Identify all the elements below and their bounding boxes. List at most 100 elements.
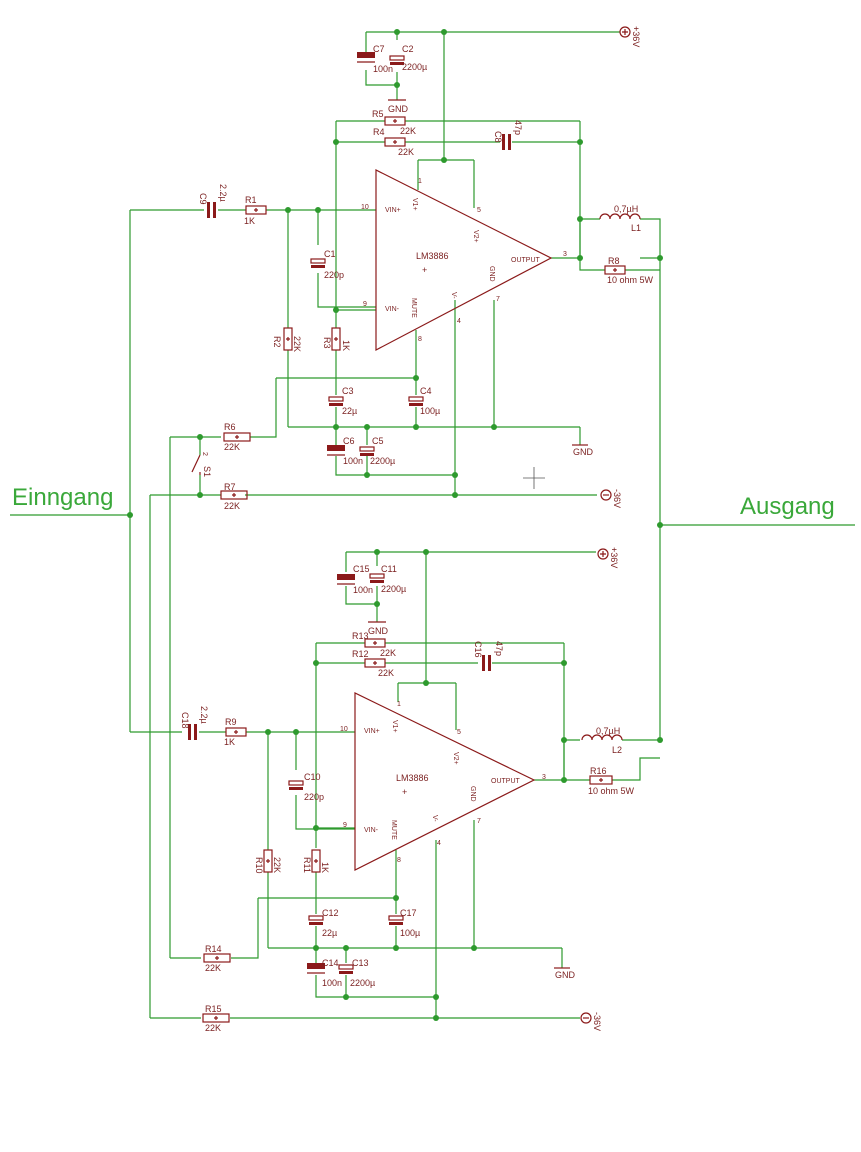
svg-text:R3: R3 — [322, 337, 332, 349]
pin-vin-plus: VIN+ — [364, 728, 380, 735]
svg-text:C17: C17 — [400, 908, 417, 918]
svg-text:22K: 22K — [272, 857, 282, 873]
svg-text:22µ: 22µ — [342, 406, 357, 416]
pin-v2plus: V2+ — [472, 230, 479, 243]
output-label: Ausgang — [740, 493, 835, 520]
svg-text:C4: C4 — [420, 386, 432, 396]
pin-v1plus: V1+ — [391, 720, 398, 733]
wires — [10, 31, 855, 1019]
resistor-r12: R12 22K — [352, 649, 394, 678]
capacitor-c3: C3 22µ — [328, 386, 357, 416]
svg-text:1K: 1K — [320, 862, 330, 873]
pin-vminus: V- — [450, 292, 457, 299]
svg-text:22K: 22K — [380, 648, 396, 658]
pin-vminus: V- — [431, 815, 438, 822]
ground-top-1: GND — [388, 99, 409, 114]
opamp-lm3886-1: LM3886 + VIN+ VIN- OUTPUT V1+ V2+ GND MU… — [361, 169, 567, 351]
pin-vin-minus: VIN- — [385, 306, 400, 313]
svg-text:C11: C11 — [381, 564, 397, 574]
resistor-r9: R9 1K — [224, 717, 247, 747]
pin-num-3: 3 — [563, 251, 567, 258]
capacitor-c4: C4 100µ — [408, 386, 440, 416]
svg-text:22µ: 22µ — [322, 928, 337, 938]
svg-text:22K: 22K — [224, 501, 240, 511]
opamp-lm3886-2: LM3886 + VIN+ VIN- OUTPUT V1+ V2+ GND MU… — [340, 692, 546, 871]
svg-text:220p: 220p — [324, 270, 344, 280]
pin-v1plus: V1+ — [411, 198, 418, 211]
svg-text:GND: GND — [573, 447, 594, 457]
resistor-r8: R8 10 ohm 5W — [604, 256, 654, 285]
capacitor-c18: C18 2.2µ — [180, 706, 209, 740]
resistor-r4: R4 22K — [373, 127, 414, 157]
inductor-l2: 0,7µH L2 — [581, 726, 623, 755]
pin-mute: MUTE — [410, 298, 417, 318]
svg-text:C7: C7 — [373, 44, 385, 54]
svg-text:R4: R4 — [373, 127, 385, 137]
capacitor-c9: C9 2.2µ — [198, 184, 228, 218]
svg-text:C10: C10 — [304, 772, 321, 782]
ground-top-2: GND — [368, 621, 389, 636]
resistor-r13: R13 22K — [352, 631, 396, 658]
svg-text:C5: C5 — [372, 436, 384, 446]
pin-output: OUTPUT — [511, 257, 541, 264]
svg-text:100µ: 100µ — [400, 928, 420, 938]
resistor-r16: R16 10 ohm 5W — [588, 766, 635, 796]
pin-gnd: GND — [488, 266, 495, 282]
svg-text:2200µ: 2200µ — [370, 456, 395, 466]
svg-text:C14: C14 — [322, 958, 339, 968]
svg-text:R14: R14 — [205, 944, 222, 954]
svg-text:L1: L1 — [631, 223, 641, 233]
pin-num-10: 10 — [340, 726, 348, 733]
stage2-components: LM3886 + VIN+ VIN- OUTPUT V1+ V2+ GND MU… — [180, 547, 635, 1033]
svg-text:100n: 100n — [343, 456, 363, 466]
resistor-r7: R7 22K — [220, 482, 248, 511]
opamp-plus: + — [402, 787, 407, 797]
svg-text:C13: C13 — [352, 958, 369, 968]
svg-text:GND: GND — [555, 970, 576, 980]
opamp-name: LM3886 — [416, 251, 449, 261]
crosshair-cursor-icon — [523, 467, 545, 489]
capacitor-c16: C16 47p — [473, 641, 504, 671]
svg-text:C18: C18 — [180, 712, 190, 729]
pin-num-5: 5 — [457, 729, 461, 736]
svg-text:S1: S1 — [202, 466, 212, 477]
svg-text:-36V: -36V — [592, 1012, 602, 1031]
svg-text:2.2µ: 2.2µ — [218, 184, 228, 202]
capacitor-c12: C12 22µ — [308, 908, 339, 938]
capacitor-c10: C10 220p — [288, 772, 324, 802]
pin-num-5: 5 — [477, 207, 481, 214]
pin-output: OUTPUT — [491, 778, 521, 785]
svg-text:R13: R13 — [352, 631, 369, 641]
svg-text:22K: 22K — [378, 668, 394, 678]
pin-num-4: 4 — [437, 840, 441, 847]
svg-text:GND: GND — [368, 626, 389, 636]
supply-plus-36v-2: +36V — [597, 547, 619, 568]
svg-text:R1: R1 — [245, 195, 257, 205]
opamp-name: LM3886 — [396, 773, 429, 783]
pin-num-7: 7 — [477, 818, 481, 825]
svg-text:10 ohm 5W: 10 ohm 5W — [607, 275, 654, 285]
pin-v2plus: V2+ — [452, 752, 459, 765]
svg-text:R15: R15 — [205, 1004, 222, 1014]
svg-text:220p: 220p — [304, 792, 324, 802]
capacitor-c6: C6 100n — [327, 436, 363, 466]
pin-vin-minus: VIN- — [364, 827, 379, 834]
pin-num-1: 1 — [397, 701, 401, 708]
capacitor-c7: C7 100n — [357, 44, 393, 74]
capacitor-c15: C15 100n — [337, 564, 373, 595]
svg-text:L2: L2 — [612, 745, 622, 755]
resistor-r1: R1 1K — [244, 195, 267, 226]
svg-text:10 ohm 5W: 10 ohm 5W — [588, 786, 635, 796]
pin-gnd: GND — [469, 786, 476, 802]
resistor-r6: R6 22K — [223, 422, 251, 452]
svg-text:R2: R2 — [272, 336, 282, 348]
svg-text:R12: R12 — [352, 649, 369, 659]
svg-text:1K: 1K — [224, 737, 235, 747]
svg-text:R6: R6 — [224, 422, 236, 432]
svg-text:R7: R7 — [224, 482, 236, 492]
svg-text:C1: C1 — [324, 249, 336, 259]
svg-text:2: 2 — [201, 452, 208, 456]
svg-text:22K: 22K — [205, 1023, 221, 1033]
resistor-r10: R10 22K — [254, 849, 282, 874]
